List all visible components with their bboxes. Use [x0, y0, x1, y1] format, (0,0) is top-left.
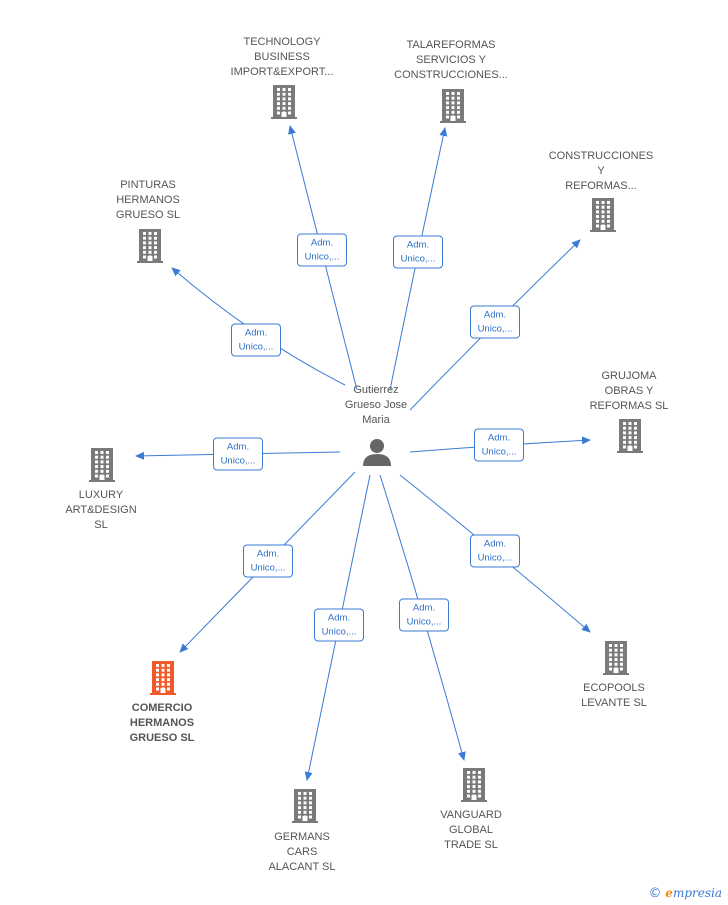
empresia-logo: © empresia [648, 886, 722, 901]
building-icon-comercio[interactable] [150, 661, 176, 695]
building-icon-luxury[interactable] [89, 448, 115, 482]
role-badge-talareformas[interactable]: Adm. Unico,... [393, 235, 443, 269]
building-icon-ecopools[interactable] [603, 641, 629, 675]
person-name: Gutierrez Grueso Jose Maria [344, 384, 408, 426]
building-icon-construcciones[interactable] [590, 198, 616, 232]
building-icon-grujoma[interactable] [617, 419, 643, 453]
building-icon-technology[interactable] [271, 85, 297, 119]
building-icon-germans[interactable] [292, 789, 318, 823]
company-label-germans: GERMANS CARS ALACANT SL [268, 831, 336, 873]
company-label-comercio: COMERCIO HERMANOS GRUESO SL [129, 702, 195, 744]
role-badge-comercio[interactable]: Adm. Unico,... [243, 544, 293, 578]
role-badge-construcciones[interactable]: Adm. Unico,... [470, 305, 520, 339]
company-label-pinturas: PINTURAS HERMANOS GRUESO SL [115, 179, 181, 221]
building-icon-talareformas[interactable] [440, 89, 466, 123]
role-badge-ecopools[interactable]: Adm. Unico,... [470, 534, 520, 568]
company-label-grujoma: GRUJOMA OBRAS Y REFORMAS SL [589, 370, 669, 412]
company-label-talareformas: TALAREFORMAS SERVICIOS Y CONSTRUCCIONES.… [394, 39, 508, 81]
company-label-luxury: LUXURY ART&DESIGN SL [65, 489, 137, 531]
building-icon-pinturas[interactable] [137, 229, 163, 263]
company-label-technology: TECHNOLOGY BUSINESS IMPORT&EXPORT... [230, 36, 334, 78]
company-label-ecopools: ECOPOOLS LEVANTE SL [581, 682, 647, 709]
role-badge-vanguard[interactable]: Adm. Unico,... [399, 598, 449, 632]
role-badge-grujoma[interactable]: Adm. Unico,... [474, 428, 524, 462]
company-label-vanguard: VANGUARD GLOBAL TRADE SL [440, 809, 502, 851]
role-badge-technology[interactable]: Adm. Unico,... [297, 233, 347, 267]
person-icon[interactable] [363, 439, 391, 466]
role-badge-luxury[interactable]: Adm. Unico,... [213, 437, 263, 471]
company-label-construcciones: CONSTRUCCIONES Y REFORMAS... [548, 150, 654, 192]
role-badge-germans[interactable]: Adm. Unico,... [314, 608, 364, 642]
role-badge-pinturas[interactable]: Adm. Unico,... [231, 323, 281, 357]
building-icon-vanguard[interactable] [461, 768, 487, 802]
